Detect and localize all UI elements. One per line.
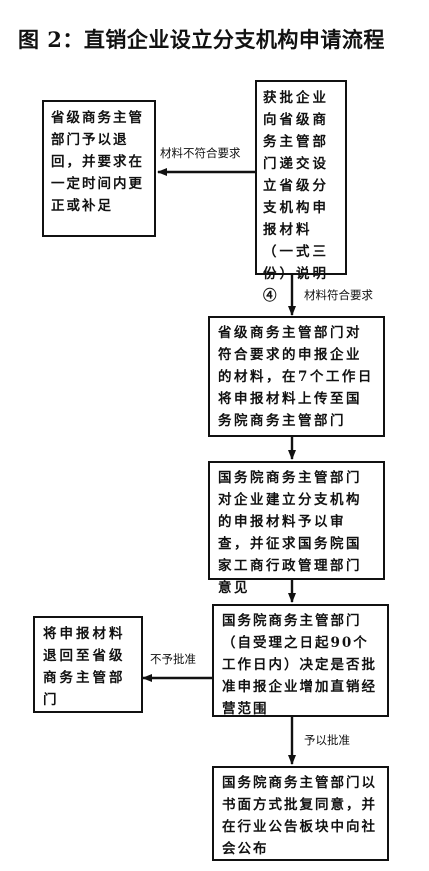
box-state-review: 国务院商务主管部门对企业建立分支机构的申报材料予以审查，并征求国务院国家工商行政… bbox=[208, 461, 385, 596]
box-return-for-correction: 省级商务主管部门予以退回，并要求在一定时间内更正或补足 bbox=[42, 100, 156, 237]
label-approve: 予以批准 bbox=[304, 733, 350, 747]
label-meet: 材料符合要求 bbox=[304, 288, 373, 302]
box-submit-materials: 获批企业向省级商务主管部门递交设立省级分支机构申报材料（一式三份）说明④ bbox=[255, 80, 347, 304]
box-state-decision: 国务院商务主管部门（自受理之日起90个工作日内）决定是否批准申报企业增加直销经营… bbox=[212, 604, 389, 717]
label-not-approve: 不予批准 bbox=[150, 652, 196, 666]
box-approval-notice: 国务院商务主管部门以书面方式批复同意，并在行业公告板块中向社会公布 bbox=[212, 766, 389, 861]
diagram-title: 图 2：直销企业设立分支机构申请流程 bbox=[18, 27, 385, 52]
box-provincial-upload: 省级商务主管部门对符合要求的申报企业的材料，在7个工作日将申报材料上传至国务院商… bbox=[208, 316, 385, 437]
box-return-to-provincial: 将申报材料退回至省级商务主管部门 bbox=[33, 616, 143, 713]
label-not-meet: 材料不符合要求 bbox=[160, 146, 241, 160]
